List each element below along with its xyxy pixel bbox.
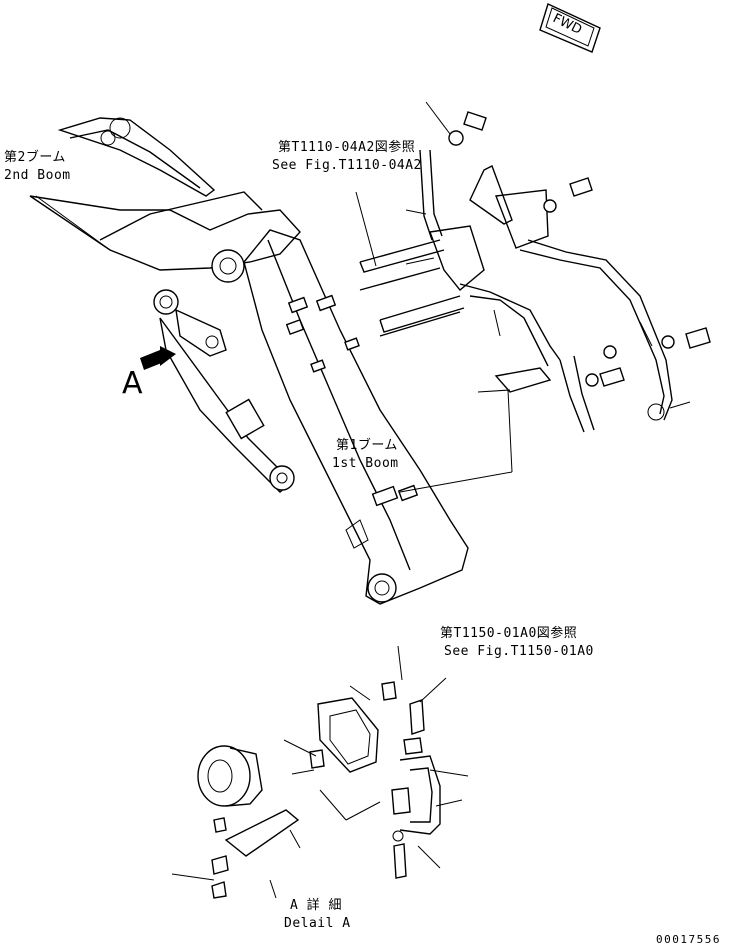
reference-mid-jp: 第T1150-01A0図参照: [440, 626, 578, 641]
second-boom-drawing: [29, 117, 301, 283]
hose-lines-upper: [355, 101, 711, 493]
reference-mid-en: See Fig.T1150-01A0: [444, 644, 594, 659]
detail-a-label-en: Delail A: [284, 916, 351, 931]
second-boom-label-jp: 第2ブーム: [4, 150, 66, 165]
view-a-label: A: [122, 366, 144, 401]
first-boom-drawing: [243, 229, 469, 605]
second-boom-label-en: 2nd Boom: [4, 168, 71, 183]
reference-top-jp: 第T1110-04A2図参照: [278, 140, 416, 155]
detail-a-label-jp: A 詳 細: [290, 898, 342, 913]
first-boom-label-jp: 第1ブーム: [336, 438, 398, 453]
reference-top-en: See Fig.T1110-04A2: [272, 158, 422, 173]
detail-a-drawing: [171, 645, 469, 899]
drawing-number: 00017556: [656, 933, 721, 946]
view-a-arrow-icon: [140, 346, 176, 370]
first-boom-label-en: 1st Boom: [332, 456, 399, 471]
fwd-arrow-icon: [539, 3, 601, 53]
cylinder-drawing: [153, 289, 295, 493]
